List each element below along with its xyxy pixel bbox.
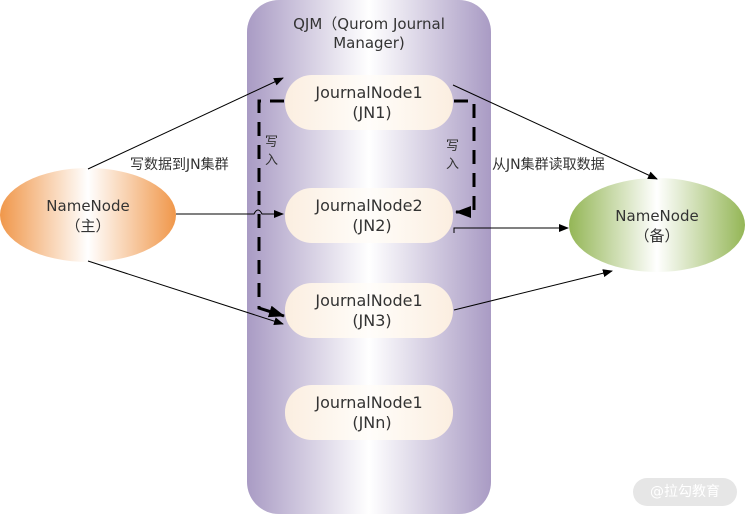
qjm-title-line2: Manager) — [333, 34, 405, 52]
label-write-right-1: 写 — [446, 139, 459, 154]
edge-active-to-jn2 — [176, 209, 284, 218]
active-namenode-name: NameNode — [46, 197, 129, 215]
label-write-right-2: 入 — [446, 157, 459, 172]
journal-node-shape — [285, 75, 453, 130]
standby-namenode-role: （备） — [634, 227, 679, 245]
active-namenode-role: （主） — [65, 217, 110, 235]
journal-node-shape — [285, 188, 453, 243]
label-write-left-2: 入 — [265, 153, 278, 168]
edge-jn3-to-standby — [453, 269, 613, 311]
standby-namenode[interactable]: NameNode （备） — [569, 178, 745, 272]
journal-node-id: (JNn) — [352, 413, 391, 432]
label-write-left-1: 写 — [265, 135, 278, 150]
label-read-from-cluster: 从JN集群读取数据 — [492, 156, 605, 173]
standby-namenode-name: NameNode — [615, 207, 698, 225]
qjm-title-line1: QJM（Qurom Journal — [293, 15, 445, 33]
journal-node-name: JournalNode2 — [314, 196, 422, 215]
dashed-write-path-right — [454, 99, 476, 218]
active-namenode[interactable]: NameNode （主） — [0, 168, 176, 262]
journal-node-jnn[interactable]: JournalNode1 (JNn) — [285, 385, 453, 440]
label-write-to-cluster: 写数据到JN集群 — [130, 156, 229, 173]
journal-node-id: (JN2) — [352, 216, 391, 235]
edge-active-to-jn3 — [87, 260, 284, 326]
active-namenode-shape — [0, 168, 176, 262]
journal-node-id: (JN1) — [352, 103, 391, 122]
journal-node-name: JournalNode1 — [314, 83, 422, 102]
dashed-write-path-left — [257, 99, 285, 318]
journal-node-id: (JN3) — [352, 311, 391, 330]
journal-node-jn3[interactable]: JournalNode1 (JN3) — [285, 283, 453, 338]
edge-active-to-jn1 — [87, 77, 284, 170]
journal-node-name: JournalNode1 — [314, 393, 422, 412]
journal-node-jn2[interactable]: JournalNode2 (JN2) — [285, 188, 453, 243]
watermark-badge: @拉勾教育 — [633, 478, 737, 506]
journal-node-shape — [285, 385, 453, 440]
journal-node-name: JournalNode1 — [314, 291, 422, 310]
journal-node-shape — [285, 283, 453, 338]
edge-jn1-to-standby — [452, 84, 658, 180]
edge-jn2-to-standby — [453, 224, 569, 233]
standby-namenode-shape — [569, 178, 745, 272]
journal-node-jn1[interactable]: JournalNode1 (JN1) — [285, 75, 453, 130]
